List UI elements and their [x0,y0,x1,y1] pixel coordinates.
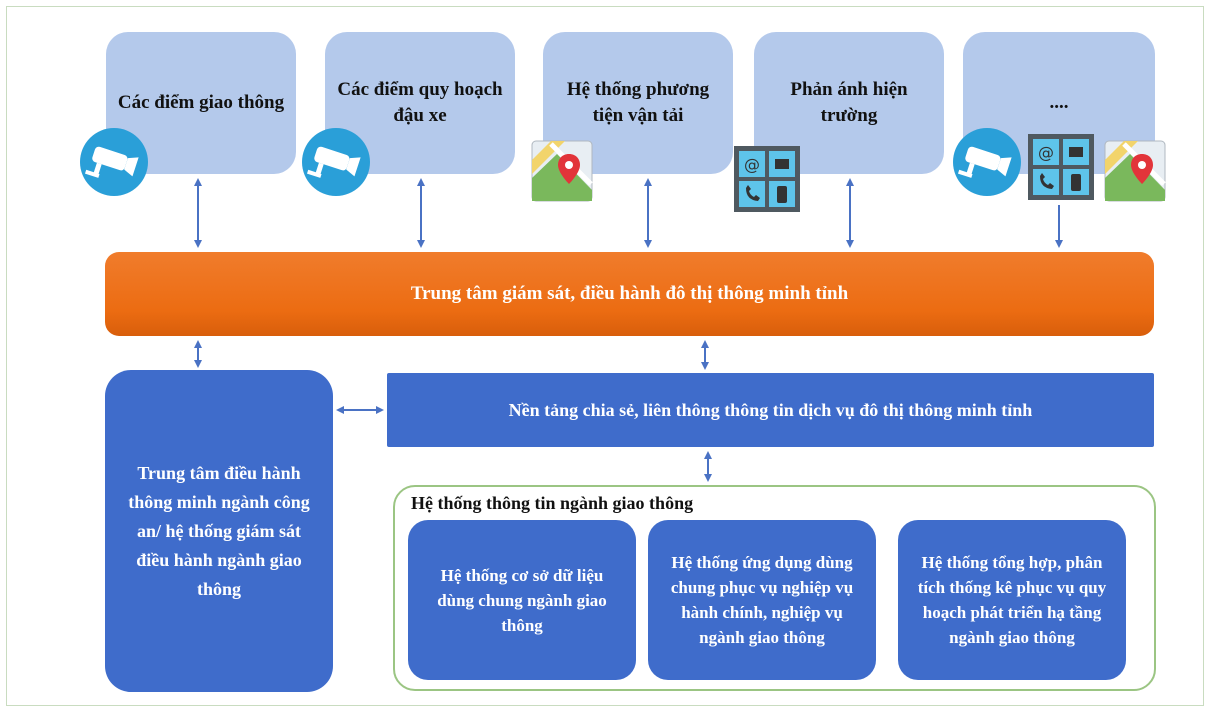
shared-application-label: Hệ thống ứng dụng dùng chung phục vụ ngh… [670,553,854,647]
statistics-analysis-box: Hệ thống tổng hợp, phân tích thống kê ph… [898,520,1126,680]
police-operation-center-box: Trung tâm điều hành thông minh ngành côn… [105,370,333,692]
cctv-camera-icon [80,128,148,196]
parking-points-label: Các điểm quy hoạch đậu xe [337,79,503,126]
sharing-platform-label: Nền tảng chia sẻ, liên thông thông tin d… [508,399,1033,420]
transport-system-label: Hệ thống phương tiện vận tải [566,79,710,126]
cctv-camera-icon [302,128,370,196]
police-operation-center-label: Trung tâm điều hành thông minh ngành côn… [128,462,310,599]
sharing-platform-box: Nền tảng chia sẻ, liên thông thông tin d… [387,373,1154,447]
traffic-points-label: Các điểm giao thông [117,92,285,113]
field-report-label: Phản ánh hiện trường [790,79,908,126]
statistics-analysis-label: Hệ thống tổng hợp, phân tích thống kê ph… [917,553,1107,647]
more-label: .... [1049,92,1069,113]
shared-application-box: Hệ thống ứng dụng dùng chung phục vụ ngh… [648,520,876,680]
smart-city-hub-box: Trung tâm giám sát, điều hành đô thị thô… [105,252,1154,336]
transport-info-system-group [393,485,1156,691]
contact-grid-icon: @ [1028,134,1094,200]
diagram-frame [6,6,1204,706]
smart-city-hub-label: Trung tâm giám sát, điều hành đô thị thô… [410,283,849,304]
svg-text:@: @ [1038,143,1054,162]
transport-info-system-title: Hệ thống thông tin ngành giao thông [411,493,694,513]
shared-database-box: Hệ thống cơ sở dữ liệu dùng chung ngành … [408,520,636,680]
cctv-camera-icon [953,128,1021,196]
map-pin-icon [531,140,593,202]
contact-grid-icon: @ [734,146,800,212]
map-pin-icon [1104,140,1166,202]
shared-database-label: Hệ thống cơ sở dữ liệu dùng chung ngành … [437,565,607,635]
svg-text:@: @ [744,155,760,174]
